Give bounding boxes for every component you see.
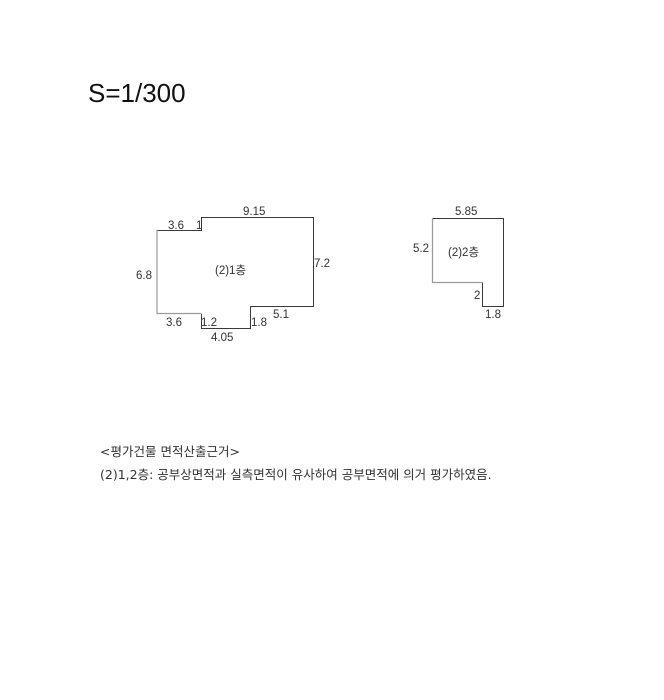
floor2-dim-bottom: 1.8 — [485, 309, 501, 321]
floor1-dim-top-left: 3.6 — [168, 220, 184, 232]
floor1-dim-top-step: 1 — [196, 220, 202, 232]
floor1-dim-left: 6.8 — [136, 270, 152, 282]
floor1-dim-bottom-right: 5.1 — [273, 309, 289, 321]
floor1-dim-bottom-step-left: 1.2 — [201, 317, 217, 329]
notes-heading: <평가건물 면적산출근거> — [100, 444, 240, 459]
floor1-dim-right: 7.2 — [314, 258, 330, 270]
scale-label: S=1/300 — [88, 78, 186, 108]
floor2-dim-top: 5.85 — [455, 206, 477, 218]
floor2-dim-left: 5.2 — [413, 243, 429, 255]
floor1-outline — [156, 217, 314, 329]
floor1-dim-top: 9.15 — [243, 206, 265, 218]
floor2-outline — [431, 218, 504, 307]
floor1-dim-bottom-step-right: 1.8 — [251, 317, 267, 329]
floor1-room-label: (2)1층 — [215, 264, 246, 277]
area-calculation-notes: <평가건물 면적산출근거> (2)1,2층: 공부상면적과 실측면적이 유사하여… — [100, 443, 492, 489]
floor1-dim-bottom: 4.05 — [211, 332, 233, 344]
notes-line: (2)1,2층: 공부상면적과 실측면적이 유사하여 공부면적에 의거 평가하였… — [100, 467, 492, 482]
floor1-dim-bottom-left: 3.6 — [166, 317, 182, 329]
floor2-room-label: (2)2층 — [448, 246, 479, 259]
floor2-dim-step: 2 — [474, 290, 480, 302]
